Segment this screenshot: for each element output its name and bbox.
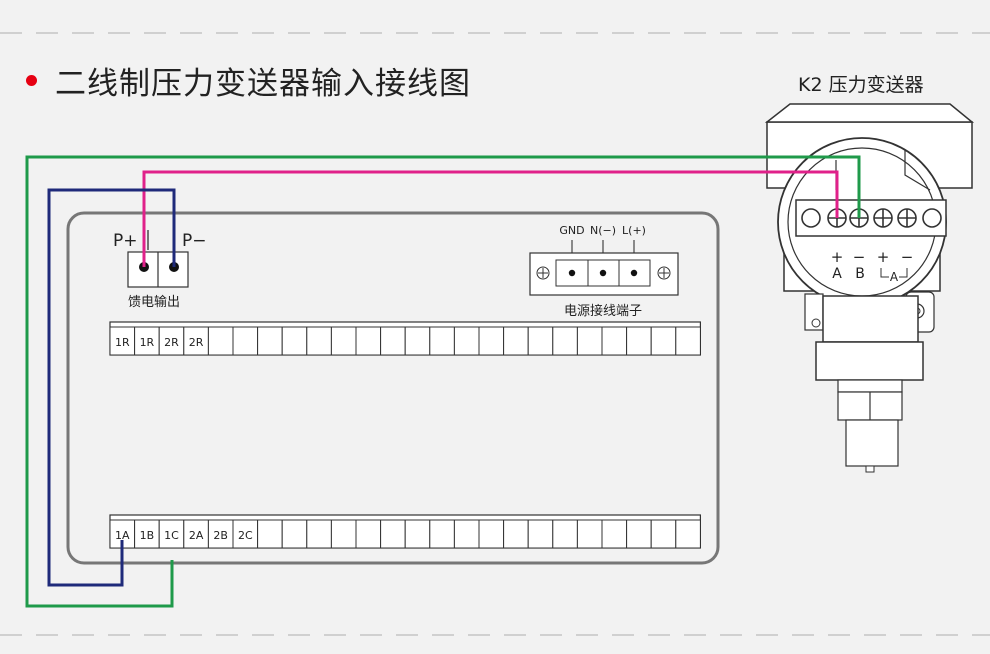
- bottom-strip-cell: [380, 519, 406, 549]
- power-terminal-block: GND N(−) L(+) 电源接线端子: [529, 224, 679, 319]
- feed-output-terminal: P+ P− 馈电输出: [113, 230, 207, 310]
- navy-wire: [47, 188, 176, 587]
- top-strip-label: 2R: [189, 336, 204, 349]
- transmitter-mark-4: −: [901, 248, 914, 266]
- top-strip-cell: [207, 326, 234, 356]
- bottom-strip-cell: [675, 519, 701, 549]
- top-strip-cell: [453, 326, 480, 356]
- bottom-strip-cell: [626, 519, 652, 549]
- top-strip-cell: [355, 326, 382, 356]
- bottom-strip-cell: [281, 519, 308, 549]
- top-strip-cell: [576, 326, 603, 356]
- top-strip-cell: [503, 326, 529, 356]
- bottom-strip-cell: [257, 519, 283, 549]
- feed-plus-label: P+: [113, 231, 138, 251]
- bottom-strip-label: 1C: [164, 529, 179, 542]
- transmitter-mark-2: −: [853, 248, 866, 266]
- transmitter-letter-a: A: [832, 266, 842, 282]
- bottom-strip-cell: [183, 519, 209, 549]
- top-strip-label: 2R: [164, 336, 179, 349]
- bottom-strip-label: 1A: [115, 529, 130, 542]
- top-strip-cell: [478, 326, 505, 356]
- top-strip-cell: [257, 326, 283, 356]
- bottom-strip-cell: [576, 519, 603, 549]
- bottom-strip-cell: [429, 519, 455, 549]
- top-strip-cell: [306, 326, 332, 356]
- transmitter-letter-a2: A: [890, 270, 899, 284]
- top-strip-cell: [404, 326, 431, 356]
- bottom-strip-cell: [355, 519, 382, 549]
- top-terminal-strip: 1R 1R 2R 2R: [109, 321, 702, 356]
- top-strip-label: 1R: [140, 336, 155, 349]
- top-strip-cell: [601, 326, 628, 356]
- k2-pressure-transmitter: K2 压力变送器 + − + − A B A: [764, 74, 975, 473]
- bottom-strip-label: 2C: [238, 529, 253, 542]
- bottom-strip-cell: [306, 519, 332, 549]
- top-strip-cell: [281, 326, 308, 356]
- top-strip-cell: [109, 326, 136, 356]
- magenta-wire: [142, 170, 839, 267]
- bottom-strip-cell: [478, 519, 505, 549]
- transmitter-mark-3: +: [877, 248, 890, 266]
- transmitter-title: K2 压力变送器: [798, 74, 924, 96]
- top-strip-cell: [675, 326, 701, 356]
- controller-panel: [66, 211, 720, 565]
- top-strip-cell: [527, 326, 554, 356]
- top-strip-cell: [552, 326, 578, 356]
- bottom-strip-cell: [330, 519, 357, 549]
- power-label-l: L(+): [622, 224, 646, 237]
- top-strip-cell: [429, 326, 455, 356]
- bottom-strip-cell: [527, 519, 554, 549]
- feed-output-caption: 馈电输出: [128, 294, 180, 310]
- top-strip-label: 1R: [115, 336, 130, 349]
- transmitter-terminal-strip: [795, 199, 947, 237]
- feed-minus-label: P−: [182, 231, 207, 251]
- power-label-n: N(−): [590, 224, 616, 237]
- top-strip-cell: [232, 326, 259, 356]
- transmitter-letter-b: B: [855, 266, 865, 282]
- top-strip-cell: [626, 326, 652, 356]
- power-terminal-caption: 电源接线端子: [564, 303, 642, 319]
- bottom-strip-cell: [552, 519, 578, 549]
- top-strip-cell: [330, 326, 357, 356]
- bottom-strip-label: 2B: [213, 529, 228, 542]
- title-row: 二线制压力变送器输入接线图: [26, 58, 471, 103]
- bottom-strip-label: 2A: [189, 529, 204, 542]
- bottom-strip-cell: [453, 519, 480, 549]
- green-wire: [25, 155, 861, 608]
- bottom-strip-cell: [158, 519, 185, 549]
- bottom-terminal-strip: 1A 1B 1C 2A 2B 2C: [109, 514, 702, 549]
- power-label-gnd: GND: [559, 224, 584, 237]
- bottom-strip-label: 1B: [140, 529, 155, 542]
- top-strip-cell: [650, 326, 677, 356]
- page-title: 二线制压力变送器输入接线图: [55, 66, 471, 102]
- wires: [25, 155, 861, 608]
- bottom-strip-cell: [601, 519, 628, 549]
- bottom-strip-cell: [650, 519, 677, 549]
- top-strip-cell: [183, 326, 209, 356]
- bottom-strip-cell: [503, 519, 529, 549]
- top-strip-cell: [380, 326, 406, 356]
- transmitter-mark-1: +: [831, 248, 844, 266]
- title-bullet-icon: [26, 75, 37, 86]
- bottom-strip-cell: [404, 519, 431, 549]
